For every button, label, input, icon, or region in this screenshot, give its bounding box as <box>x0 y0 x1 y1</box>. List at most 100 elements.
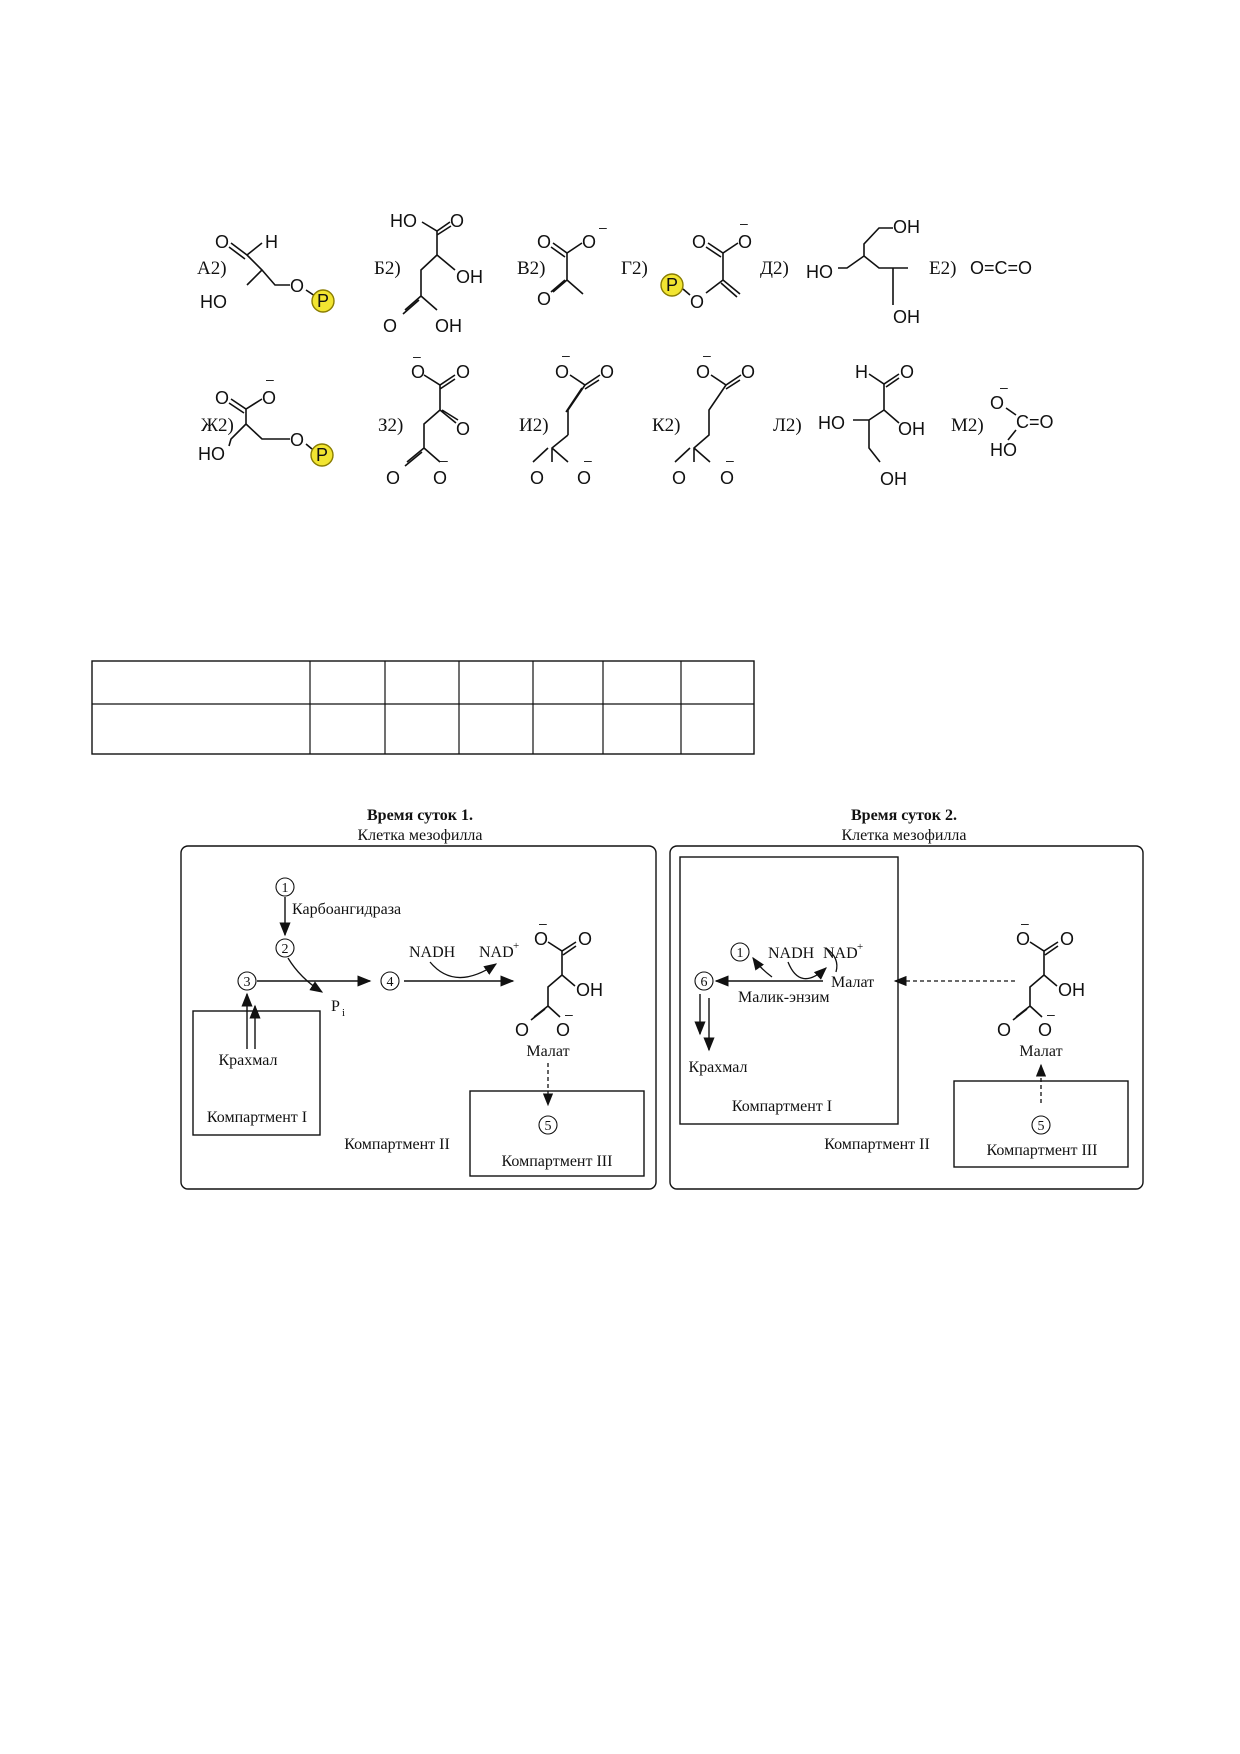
atom: P <box>316 445 328 465</box>
atom: HO <box>818 413 845 433</box>
charge: – <box>703 347 711 363</box>
structure-d2: Д2) OH HO OH <box>760 217 920 327</box>
atom: O <box>1038 1020 1052 1040</box>
node-3: 3 <box>244 975 251 990</box>
atom: O=C=O <box>970 258 1032 278</box>
atom: O <box>582 232 596 252</box>
atom: HO <box>390 211 417 231</box>
panel2-subtitle: Клетка мезофилла <box>841 827 966 844</box>
atom: P <box>317 291 329 311</box>
atom: H <box>855 362 868 382</box>
nadh-label: NADH <box>768 945 815 962</box>
charge: – <box>1000 379 1008 395</box>
answer-table <box>91 660 755 755</box>
compartment-3-label: Компартмент III <box>502 1153 613 1170</box>
atom: OH <box>893 307 920 327</box>
atom: OH <box>456 267 483 287</box>
starch-label: Крахмал <box>688 1059 747 1076</box>
node-5: 5 <box>1038 1119 1045 1134</box>
atom: O <box>215 388 229 408</box>
atom: OH <box>880 469 907 489</box>
charge: – <box>1021 915 1029 931</box>
node-1: 1 <box>282 881 289 896</box>
atom: O <box>450 211 464 231</box>
atom: O <box>577 468 591 488</box>
compartment-1-label: Компартмент I <box>732 1098 832 1115</box>
atom: O <box>600 362 614 382</box>
compartment-2-label: Компартмент II <box>824 1136 930 1153</box>
phosphate-icon <box>311 289 335 313</box>
malate-label: Малат <box>526 1043 569 1060</box>
starch-label: Крахмал <box>218 1052 277 1069</box>
atom: O <box>556 1020 570 1040</box>
pi-label: P <box>331 998 340 1015</box>
atom: O <box>690 292 704 312</box>
charge: – <box>726 452 734 468</box>
node-4: 4 <box>387 975 394 990</box>
node-1: 1 <box>737 946 744 961</box>
atom: O <box>997 1020 1011 1040</box>
node-5: 5 <box>545 1119 552 1134</box>
enzyme-label: Карбоангидраза <box>292 901 401 918</box>
malate-structure: O – O OH O O – <box>515 915 603 1040</box>
atom: O <box>720 468 734 488</box>
label-v2: В2) <box>517 258 546 279</box>
atom: O <box>738 232 752 252</box>
atom: HO <box>806 262 833 282</box>
panel1-title: Время суток 1. <box>367 807 473 824</box>
charge: – <box>1047 1006 1055 1022</box>
atom: O <box>290 430 304 450</box>
panel2-title: Время суток 2. <box>851 807 957 824</box>
atom: O <box>262 388 276 408</box>
nad-sup: + <box>857 941 863 953</box>
atom: OH <box>435 316 462 336</box>
nad-label: NAD <box>479 944 514 961</box>
atom: HO <box>198 444 225 464</box>
nadh-label: NADH <box>409 944 456 961</box>
atom: OH <box>893 217 920 237</box>
label-e2: Е2) <box>929 258 956 279</box>
phosphate-icon <box>310 443 334 467</box>
label-zh2: Ж2) <box>201 415 234 436</box>
atom: C <box>1016 412 1029 432</box>
charge: – <box>440 452 448 468</box>
panel1-subtitle: Клетка мезофилла <box>357 827 482 844</box>
atom: O <box>433 468 447 488</box>
atom: OH <box>898 419 925 439</box>
atom: O <box>537 232 551 252</box>
compartment-3-label: Компартмент III <box>987 1142 1098 1159</box>
label-d2: Д2) <box>760 258 789 279</box>
pi-sub: i <box>342 1007 345 1019</box>
atom: O <box>672 468 686 488</box>
compartment-3-box <box>469 1090 645 1177</box>
label-k2: К2) <box>652 415 681 436</box>
label-i2: И2) <box>519 415 549 436</box>
structure-m2: М2) O – C =O HO <box>951 379 1054 460</box>
atom: O <box>696 362 710 382</box>
compartment-1-label: Компартмент I <box>207 1109 307 1126</box>
panel-time-2: Время суток 2. Клетка мезофилла 1 NADH N… <box>669 807 1144 1190</box>
malate-structure: O – O OH O O – <box>997 915 1085 1040</box>
atom: O <box>692 232 706 252</box>
atom: O <box>900 362 914 382</box>
atom: O <box>1060 929 1074 949</box>
label-m2: М2) <box>951 415 984 436</box>
atom: O <box>1016 929 1030 949</box>
enzyme-label: Малик-энзим <box>738 989 830 1006</box>
atom: O <box>290 276 304 296</box>
atom: P <box>666 275 678 295</box>
atom: H <box>265 232 278 252</box>
label-a2: А2) <box>197 258 227 279</box>
atom: HO <box>200 292 227 312</box>
atom: O <box>383 316 397 336</box>
charge: – <box>539 915 547 931</box>
nad-label: NAD <box>823 945 858 962</box>
atom: OH <box>1058 980 1085 1000</box>
charge: – <box>565 1006 573 1022</box>
atom: O <box>537 289 551 309</box>
atom: HO <box>990 440 1017 460</box>
structure-l2: Л2) H O HO OH OH <box>773 362 925 489</box>
structure-b2: Б2) HO O OH O OH <box>374 211 483 336</box>
atom: O <box>456 419 470 439</box>
atom: O <box>530 468 544 488</box>
